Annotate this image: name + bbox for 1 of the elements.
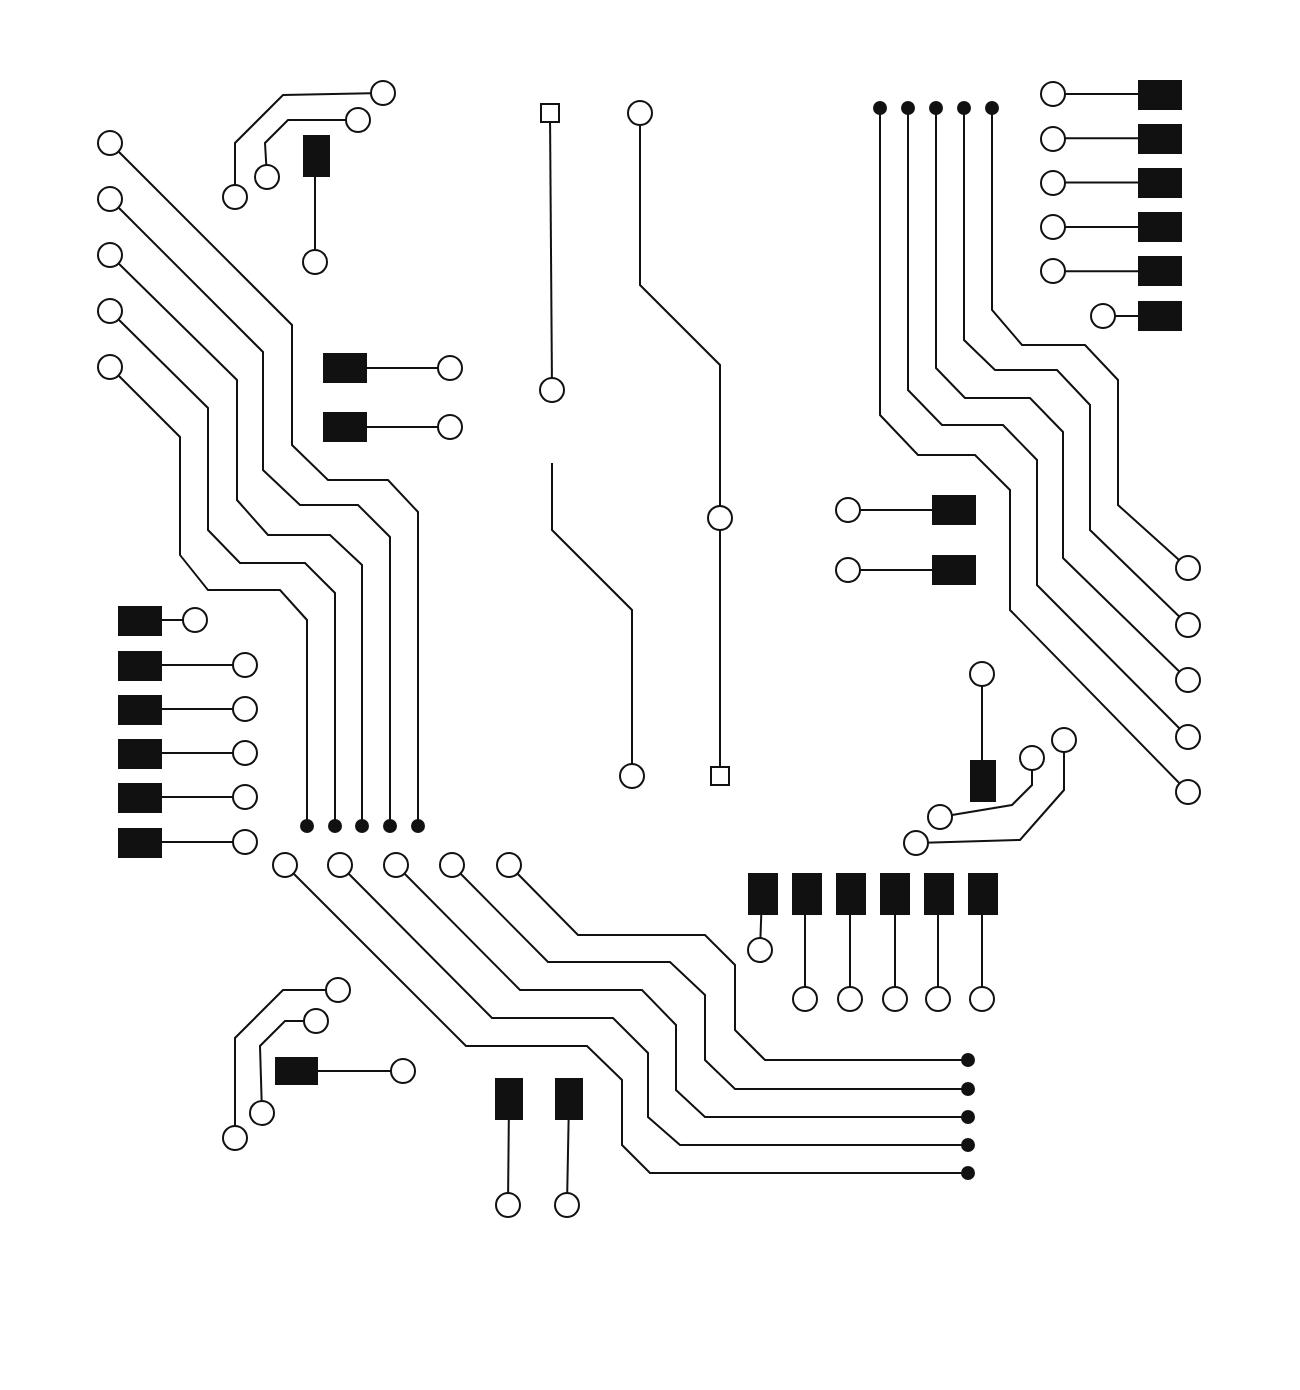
circuit-board-drawing [97,80,1201,1218]
